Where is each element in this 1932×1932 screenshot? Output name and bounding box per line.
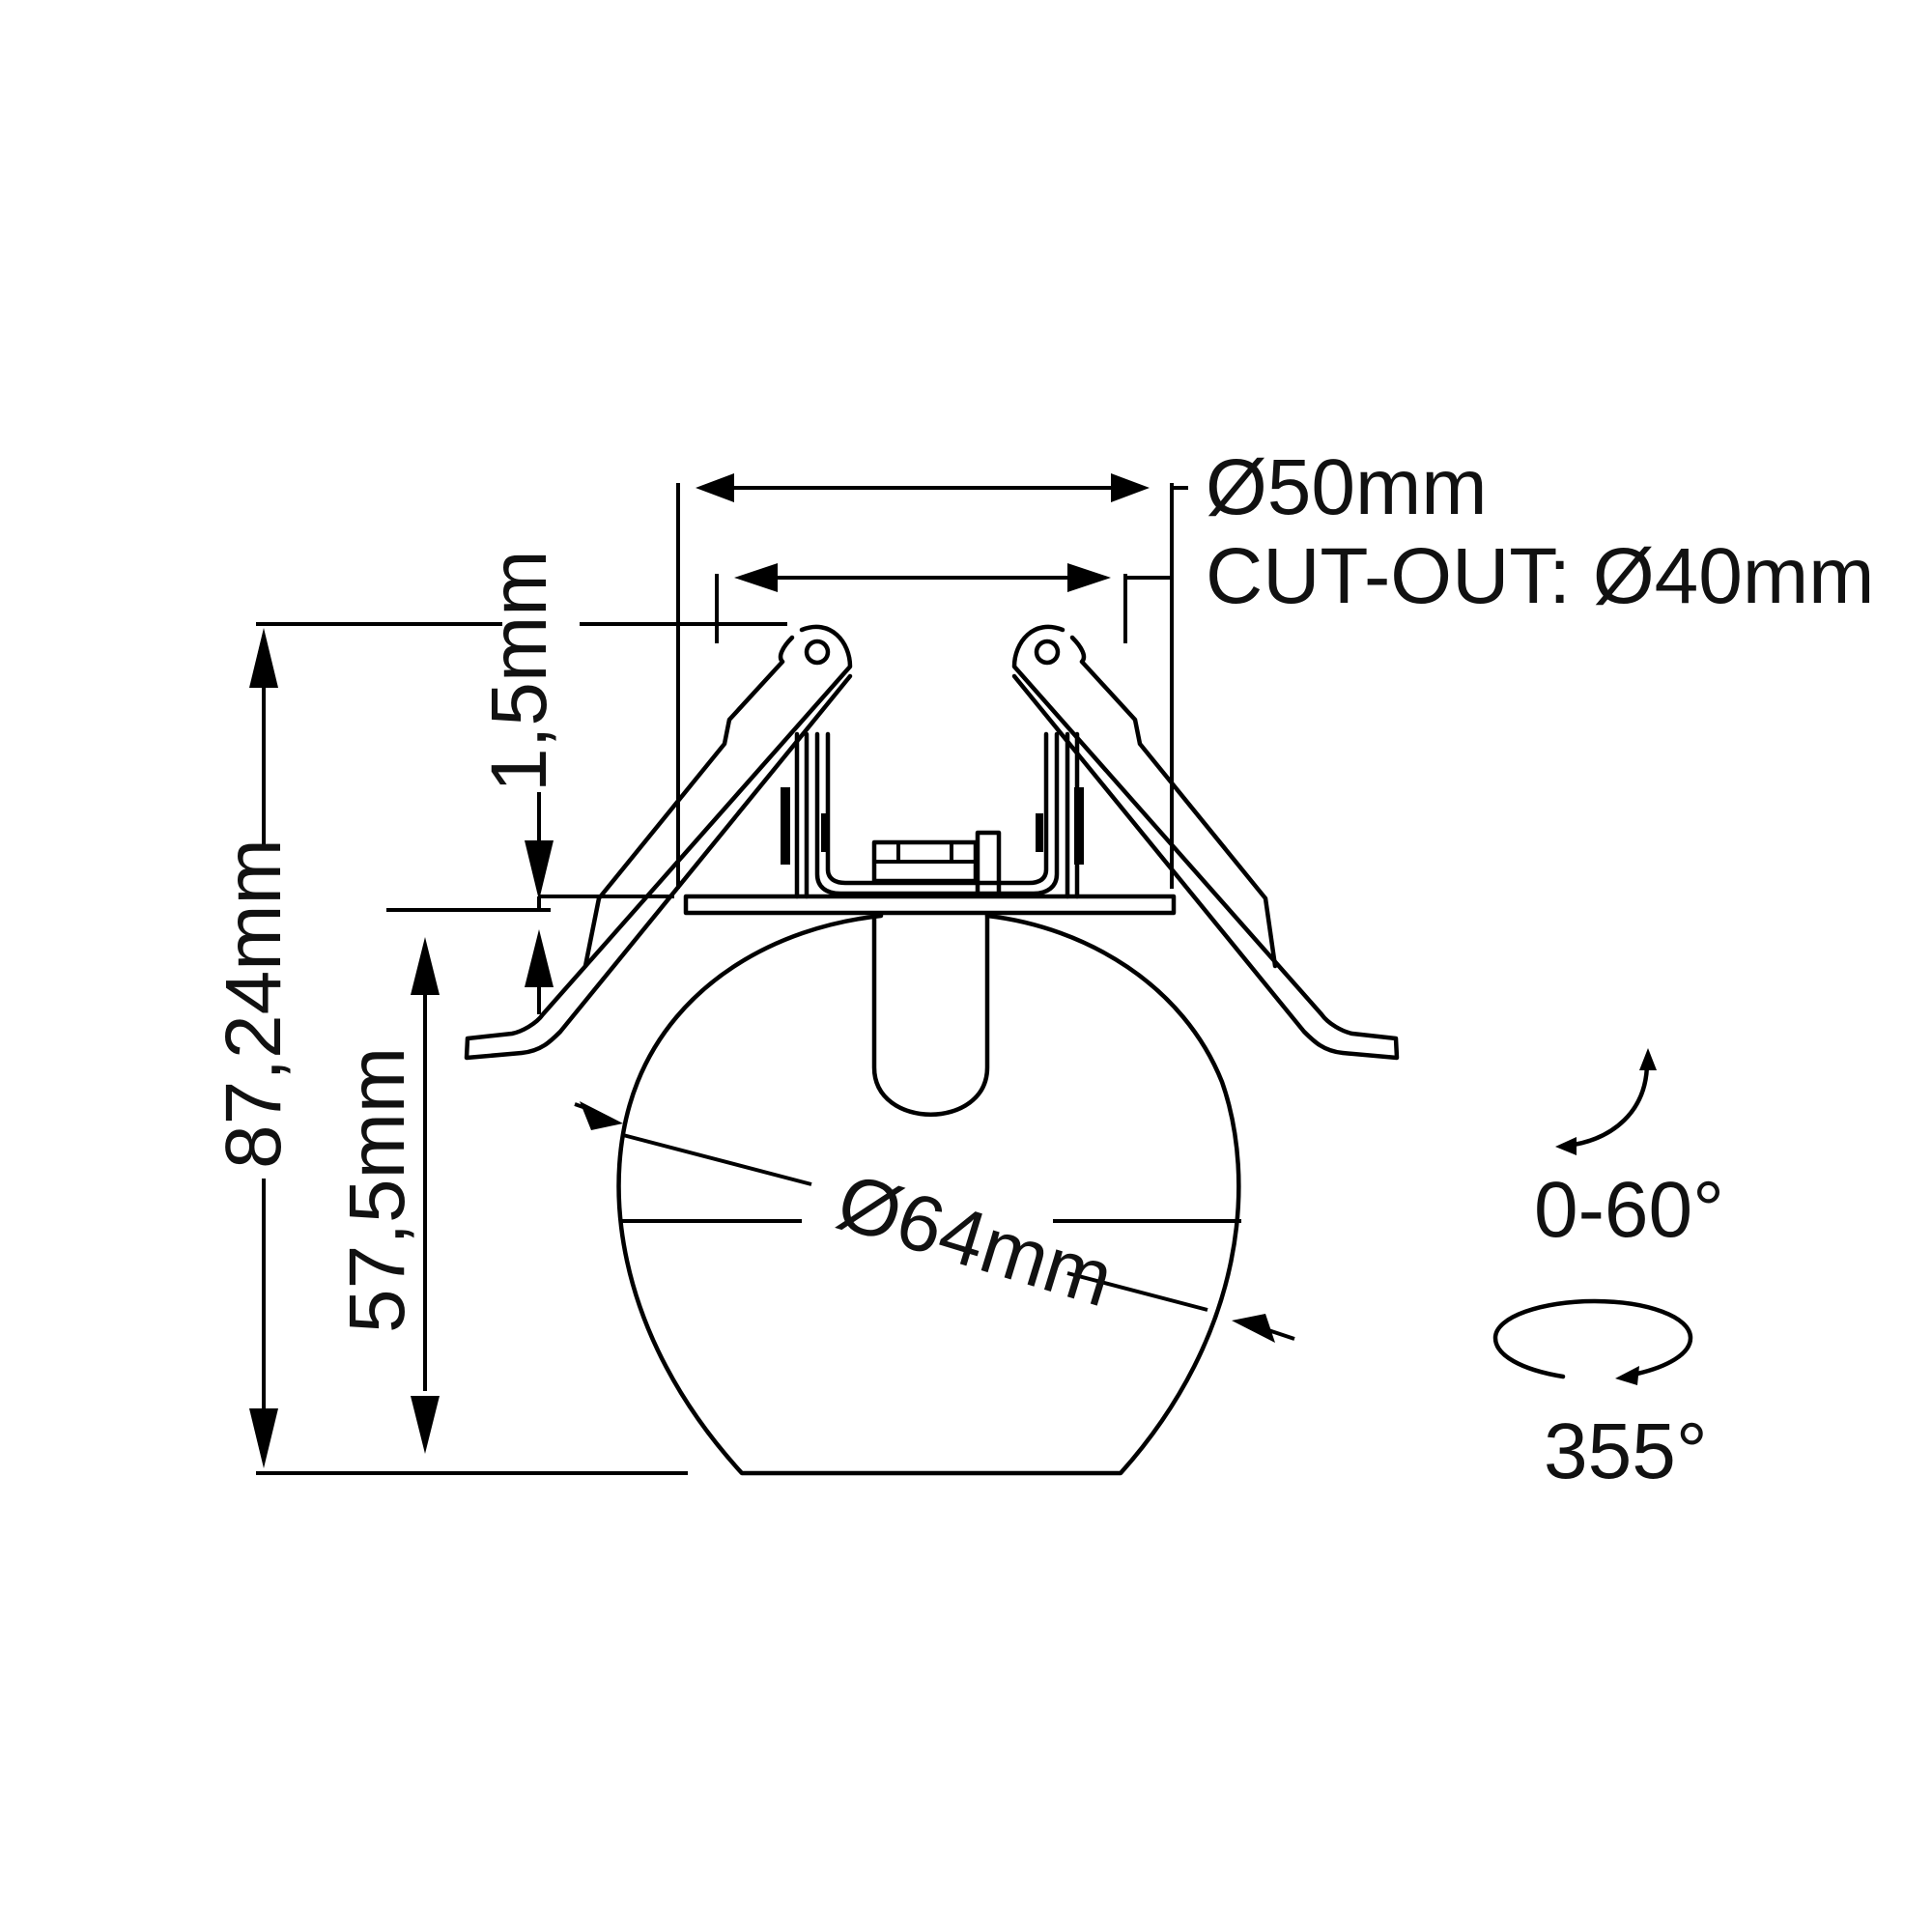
sphere-height-dimension (386, 908, 551, 1454)
mounting-bracket (781, 731, 1084, 899)
trim-thickness-dimension (525, 792, 674, 1014)
sphere-diameter-label: Ø64mm (828, 1157, 1122, 1323)
outer-diameter-dimension (676, 473, 1188, 889)
tilt-angle-label: 0-60° (1534, 1166, 1724, 1254)
rotation-ellipse-arrow-icon (1492, 1298, 1693, 1385)
rotation-angle-label: 355° (1544, 1407, 1708, 1495)
overall-height-dimension (249, 622, 787, 1475)
trim-plate (683, 894, 1177, 916)
right-spring-clip (1011, 624, 1400, 1061)
overall-height-label: 87,24mm (210, 838, 298, 1169)
sphere-diameter-dimension (574, 1101, 1295, 1343)
trim-thickness-label: 1,5mm (475, 550, 563, 792)
cutout-label: CUT-OUT: Ø40mm (1206, 532, 1874, 620)
cutout-dimension (715, 563, 1174, 643)
sphere-body (616, 913, 1241, 1476)
curved-double-arrow-icon (1555, 1048, 1657, 1155)
left-spring-clip (464, 624, 853, 1061)
outer-diameter-label: Ø50mm (1206, 443, 1488, 531)
sphere-height-label: 57,5mm (333, 1047, 421, 1333)
